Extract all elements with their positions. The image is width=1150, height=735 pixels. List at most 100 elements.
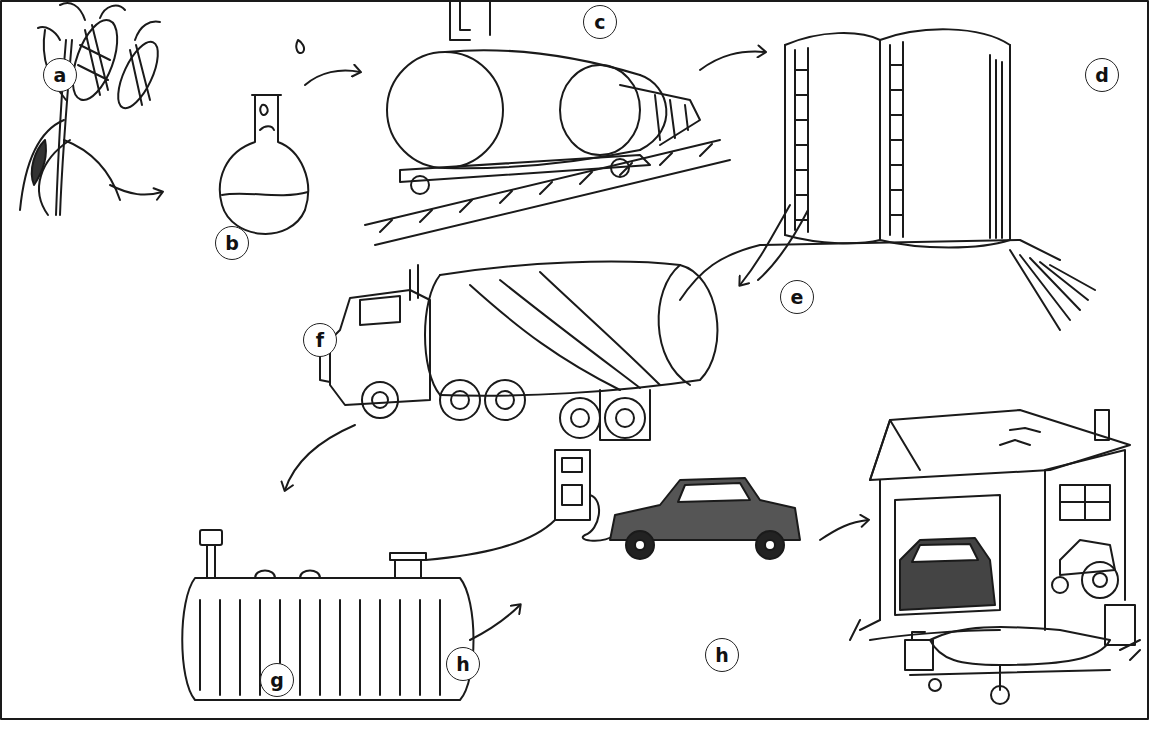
house-with-vehicles-part	[1093, 573, 1107, 587]
flow-arrow	[305, 71, 360, 85]
tanker-truck-part	[616, 409, 634, 427]
callout-letter: g	[260, 663, 294, 697]
flask-part	[260, 126, 274, 130]
fuel-pump	[555, 450, 615, 541]
callout-letter: a	[43, 58, 77, 92]
corn-plant-part	[78, 25, 110, 95]
storage-tanks-part	[990, 55, 1002, 238]
car-part	[635, 540, 645, 550]
car-part	[765, 540, 775, 550]
callout-letter: e	[780, 280, 814, 314]
underground-tank-part	[300, 571, 320, 579]
flask-part	[222, 192, 308, 195]
storage-tanks-part	[880, 29, 1010, 45]
tanker-truck-part	[372, 392, 388, 408]
callout-letter: c	[583, 5, 617, 39]
flow-arrow	[700, 52, 765, 70]
fuel-pump-part	[583, 495, 615, 541]
house-with-vehicles-part	[991, 686, 1009, 704]
storage-tanks-part	[890, 42, 903, 237]
underground-tank-part	[255, 571, 275, 579]
house-with-vehicles-part	[1052, 577, 1068, 593]
house-with-vehicles-part	[1105, 605, 1135, 645]
flow-arrow	[758, 210, 808, 280]
rail-tank-car-part	[380, 144, 712, 232]
tanker-truck-part	[571, 409, 589, 427]
house-with-vehicles-part	[929, 679, 941, 691]
frame	[1, 1, 1148, 719]
flask-part	[260, 105, 267, 115]
tanker-truck-part	[659, 265, 690, 385]
flow-arrow	[285, 425, 355, 490]
underground-tank	[182, 520, 555, 700]
corn-plant-part	[110, 36, 166, 113]
corn-plant-part	[38, 27, 60, 40]
car	[610, 478, 800, 559]
tanker-truck-part	[440, 262, 717, 396]
tanker-truck-part	[496, 391, 514, 409]
house-with-vehicles-part	[895, 495, 1000, 615]
callout-letter: d	[1085, 58, 1119, 92]
rail-tank-car-part	[445, 50, 640, 75]
corn-plant-part	[64, 140, 120, 200]
rail-tank-car-part	[620, 85, 700, 145]
tanker-truck-part	[410, 265, 418, 300]
house-with-vehicles-part	[880, 450, 1125, 630]
house-with-vehicles-part	[900, 538, 995, 610]
rail-tank-car-part	[640, 75, 666, 150]
flask-part	[252, 94, 281, 96]
rail-tank-car-part	[387, 52, 503, 168]
callout-letter: h	[446, 647, 480, 681]
tanker-truck-part	[360, 296, 400, 325]
underground-tank-part	[200, 530, 222, 545]
callout-letter: b	[215, 226, 249, 260]
tanker-truck-part	[330, 290, 430, 405]
storage-tanks-part	[1009, 45, 1011, 240]
rail-tank-car-part	[450, 0, 470, 40]
corn-plant-part	[32, 140, 46, 185]
storage-tanks-part	[879, 40, 881, 240]
tanker-truck-part	[605, 398, 645, 438]
flow-arrow	[470, 605, 520, 640]
car-part	[756, 531, 784, 559]
underground-tank-part	[182, 578, 473, 700]
rail-tank-car-part	[655, 95, 688, 140]
rail-tank-car-part	[560, 65, 640, 155]
house-with-vehicles-part	[1060, 485, 1110, 520]
underground-tank-part	[200, 600, 440, 695]
storage-tanks-part	[795, 48, 808, 232]
house-with-vehicles-part	[905, 640, 933, 670]
house-with-vehicles-part	[930, 627, 1110, 665]
rail-tank-car-part	[411, 176, 429, 194]
house-with-vehicles-part	[870, 420, 920, 480]
house-with-vehicles-part	[870, 410, 1130, 480]
flow-arrow	[110, 185, 162, 195]
corn-plant	[20, 3, 166, 215]
underground-tank-part	[426, 520, 555, 560]
house-with-vehicles-part	[912, 544, 978, 562]
house-with-vehicles-part	[910, 665, 1110, 690]
storage-tanks-part	[784, 45, 786, 235]
flask-part	[296, 40, 304, 53]
fuel-pump-part	[562, 485, 582, 505]
rail-tank-car-part	[365, 140, 730, 245]
house-with-vehicles-part	[1000, 428, 1040, 445]
flask	[220, 40, 308, 234]
flask-part	[220, 95, 308, 234]
tanker-truck-part	[440, 380, 480, 420]
callout-letter: h	[705, 638, 739, 672]
car-part	[678, 483, 750, 502]
corn-plant-part	[20, 120, 64, 210]
callout-letter: f	[303, 323, 337, 357]
fuel-pump-part	[562, 458, 582, 472]
tanker-truck-part	[451, 391, 469, 409]
house-with-vehicles-part	[1082, 562, 1118, 598]
corn-plant-part	[64, 14, 127, 105]
fuel-pump-part	[555, 450, 590, 520]
rail-tank-car-part	[489, 0, 491, 35]
tanker-truck-part	[485, 380, 525, 420]
corn-plant-part	[130, 45, 150, 105]
tanker-truck-part	[470, 272, 660, 390]
